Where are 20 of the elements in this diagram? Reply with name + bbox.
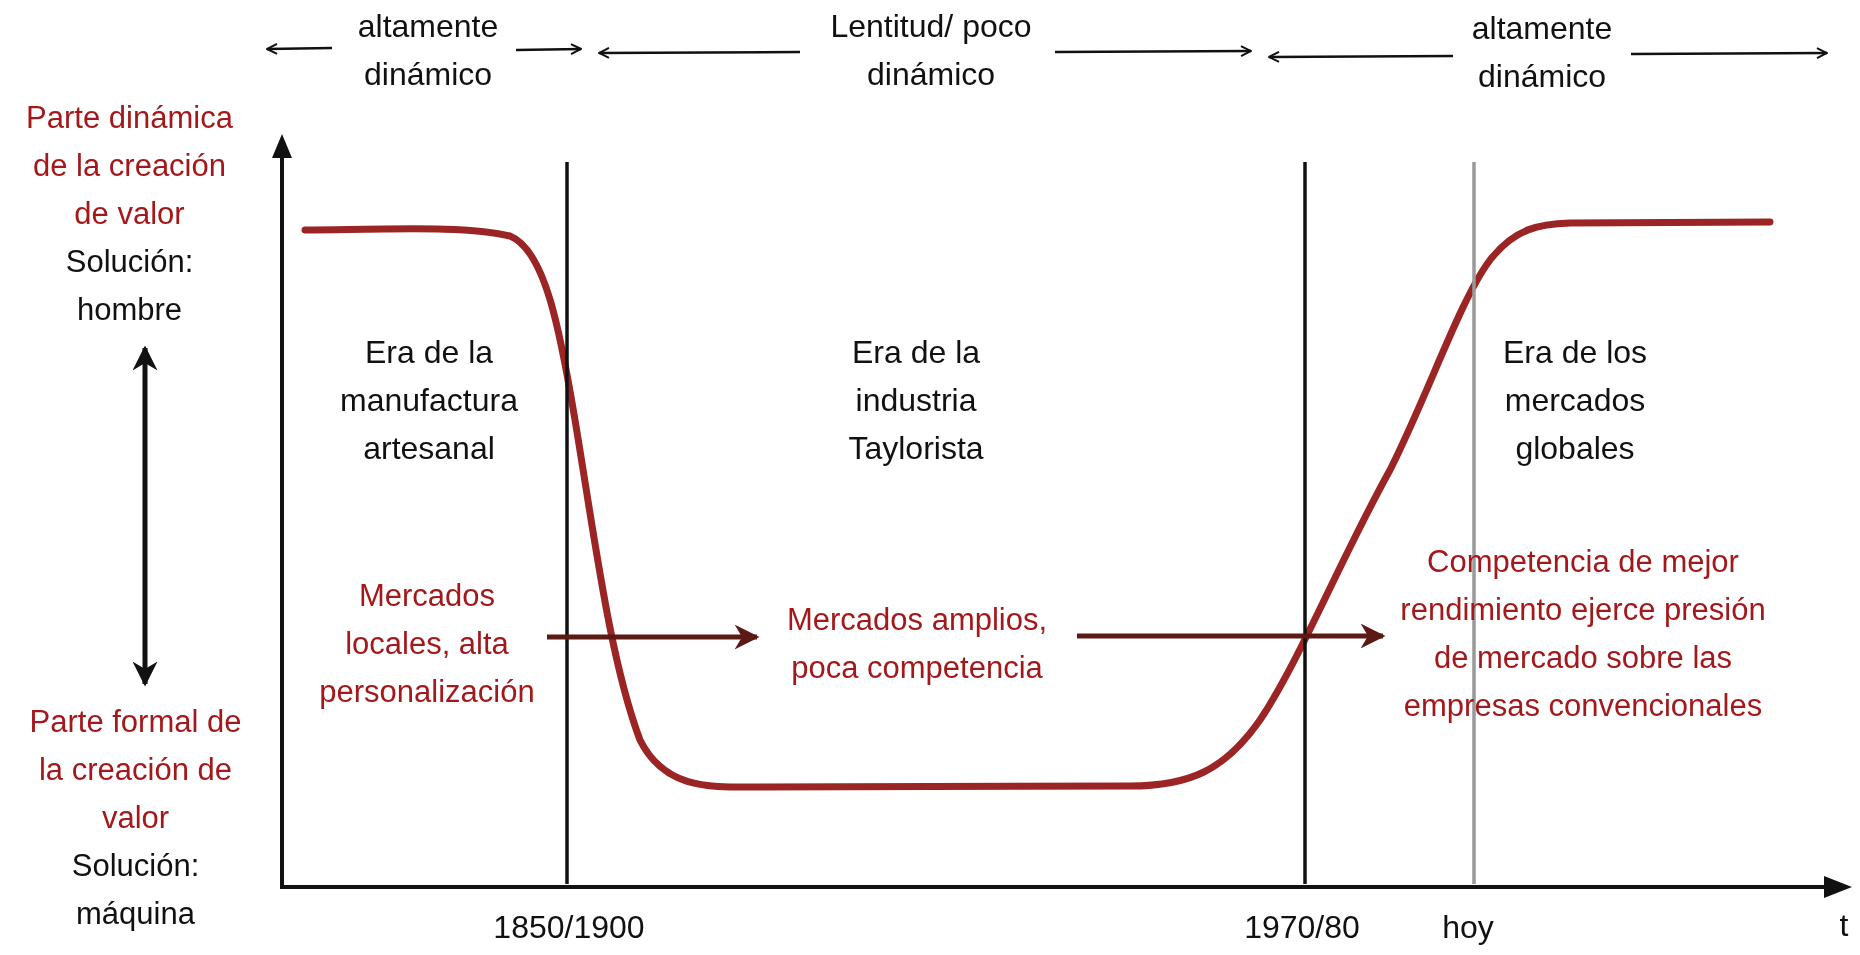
annotation-text: Mercados amplios, poca competencia <box>757 596 1077 692</box>
arrow <box>547 624 760 650</box>
axis-title: t <box>1838 906 1850 945</box>
annotation-text: Competencia de mejor rendimiento ejerce presión de mercado sobre las empresas convencionales <box>1383 538 1783 730</box>
span-label: altamente dinámico <box>356 7 500 94</box>
era-label: Era de la manufactura artesanal <box>339 333 519 468</box>
span-label: altamente dinámico <box>1470 9 1614 96</box>
arrow <box>1077 623 1386 649</box>
axis-label: Parte formal de la creación de valor <box>28 703 243 837</box>
era-label: Era de la industria Taylorista <box>847 333 985 468</box>
span-label: Lentitud/ poco dinámico <box>829 7 1033 94</box>
tick-label: hoy <box>1441 908 1495 947</box>
tick-label: 1970/80 <box>1243 908 1361 947</box>
annotation-text: Mercados locales, alta personalización <box>307 572 547 716</box>
arrow <box>132 345 158 687</box>
era-label: Era de los mercados globales <box>1501 333 1649 468</box>
solution-text: Solución: hombre <box>64 243 195 329</box>
tick-label: 1850/1900 <box>492 908 646 947</box>
axis-label: Parte dinámica de la creación de valor <box>25 99 234 233</box>
solution-text: Solución: máquina <box>70 847 201 933</box>
